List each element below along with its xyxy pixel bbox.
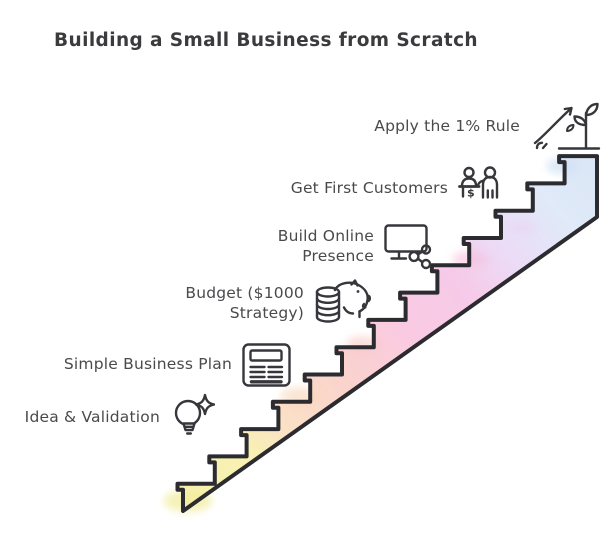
customers-transaction-icon: $ (457, 165, 505, 213)
business-plan-document-icon (241, 342, 293, 388)
step-item-one-percent-rule: Apply the 1% Rule (368, 101, 603, 153)
dollar-sign-glyph: $ (467, 186, 475, 199)
page-title: Building a Small Business from Scratch (54, 30, 479, 51)
step-label-text: Simple Business Plan (63, 355, 232, 374)
piggy-bank-coins-icon (313, 279, 371, 329)
lightbulb-sparkle-icon (169, 392, 215, 444)
monitor-share-icon (383, 223, 433, 271)
step-item-online-presence: Build Online Presence (202, 222, 433, 272)
staircase-outline (175, 154, 599, 513)
step-label-text: Get First Customers (290, 178, 448, 197)
growth-plant-icon (529, 101, 603, 153)
step-label-text: Budget ($1000 Strategy) (185, 284, 304, 322)
staircase-fill (177, 156, 597, 511)
step-label-text: Apply the 1% Rule (374, 117, 520, 136)
step-item-first-customers: Get First Customers $ (286, 164, 505, 213)
step-item-business-plan: Simple Business Plan (62, 340, 293, 390)
step-label-text: Build Online Presence (277, 227, 374, 265)
step-label-text: Idea & Validation (24, 408, 160, 427)
step-item-budget: Budget ($1000 Strategy) (182, 278, 371, 330)
step-item-idea-validation: Idea & Validation (8, 391, 215, 445)
